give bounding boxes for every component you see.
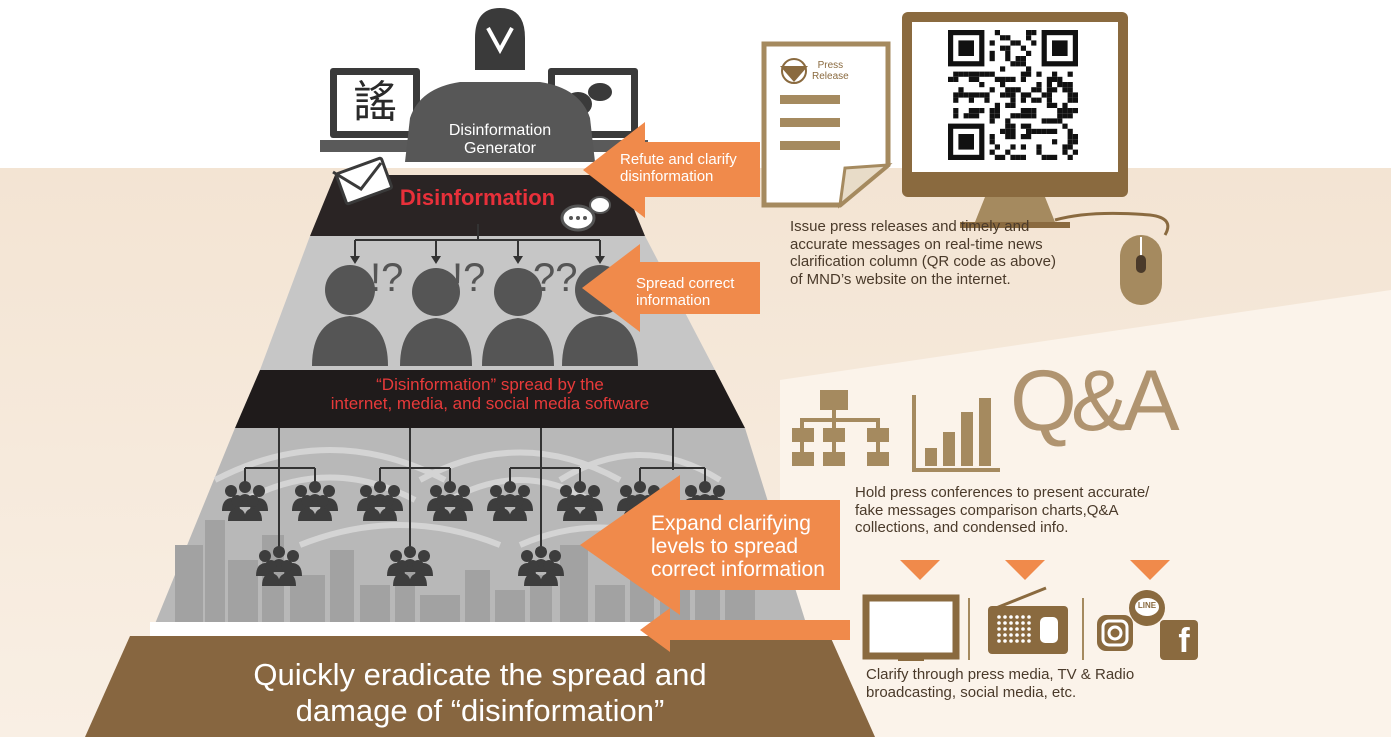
- website-monitor: [902, 12, 1128, 228]
- radio-icon: [988, 586, 1068, 654]
- person-icon: [400, 268, 472, 366]
- instagram-icon: [1097, 615, 1133, 651]
- line-icon: [1129, 590, 1165, 626]
- arrow-expand-label: Expand clarifying levels to spread corre…: [651, 512, 825, 582]
- middle-band: [235, 370, 745, 428]
- emblem-icon: [780, 58, 808, 84]
- bottom-headline: Quickly eradicate the spread and damage …: [253, 657, 707, 728]
- conference-description: Hold press conferences to present accura…: [855, 484, 1150, 537]
- branch-lines-top: [354, 224, 601, 258]
- crowd-group: [387, 546, 433, 586]
- crowd-group: [292, 481, 338, 521]
- confused-people: [312, 265, 638, 366]
- middle-band-label: “Disinformation” spread by the internet,…: [330, 375, 650, 414]
- confusion-mark: ??: [533, 256, 578, 300]
- divider: [1082, 598, 1084, 660]
- press-release-document: [761, 41, 893, 209]
- confusion-mark: !?: [370, 256, 404, 300]
- person-icon: [312, 265, 388, 366]
- tv-icon: [862, 594, 960, 661]
- monitor-left: [320, 68, 430, 152]
- qr-code: [948, 30, 1078, 160]
- chat-bubble-icon: [560, 196, 611, 232]
- bottom-band: [85, 636, 875, 737]
- person-icon: [482, 268, 554, 366]
- top-band-label: Disinformation: [399, 185, 556, 210]
- crowd-groups: [222, 481, 728, 586]
- facebook-icon-label: f: [1178, 622, 1190, 660]
- arrow-refute: [583, 122, 760, 218]
- generator-head: [475, 8, 525, 70]
- org-chart-icon: [792, 390, 889, 466]
- crowd-group: [518, 546, 564, 586]
- generator-body: [405, 82, 595, 162]
- crowd-group: [487, 481, 533, 521]
- qa-logo: Q&A: [1010, 353, 1180, 449]
- arrow-spread: [582, 244, 760, 332]
- crowd-group: [557, 481, 603, 521]
- arrow-expand: [580, 475, 840, 615]
- arrow-bottom: [640, 608, 850, 652]
- down-triangles: [900, 560, 1170, 580]
- media-description: Clarify through press media, TV & Radio …: [866, 666, 1135, 701]
- crowd-group: [427, 481, 473, 521]
- envelope-icon: [332, 156, 393, 206]
- website-description: Issue press releases and timely and accu…: [790, 218, 1056, 289]
- generator-figure: [320, 8, 648, 206]
- rumor-character: 謠: [353, 77, 397, 128]
- bar-chart-icon: [912, 395, 1000, 472]
- crowd-group: [357, 481, 403, 521]
- arrow-spread-label: Spread correct information: [636, 275, 735, 309]
- divider: [968, 598, 970, 660]
- line-icon-label: LINE: [1137, 601, 1157, 610]
- facebook-icon: [1160, 620, 1198, 660]
- mouse-icon: [1054, 211, 1170, 305]
- generator-label: Disinformation Generator: [448, 122, 552, 157]
- arrow-refute-label: Refute and clarify disinformation: [620, 151, 737, 185]
- confusion-mark: !?: [452, 256, 486, 300]
- branch-arrowheads-top: [350, 256, 605, 264]
- crowd-group: [256, 546, 302, 586]
- press-release-label: Press Release: [812, 60, 849, 83]
- crowd-group: [222, 481, 268, 521]
